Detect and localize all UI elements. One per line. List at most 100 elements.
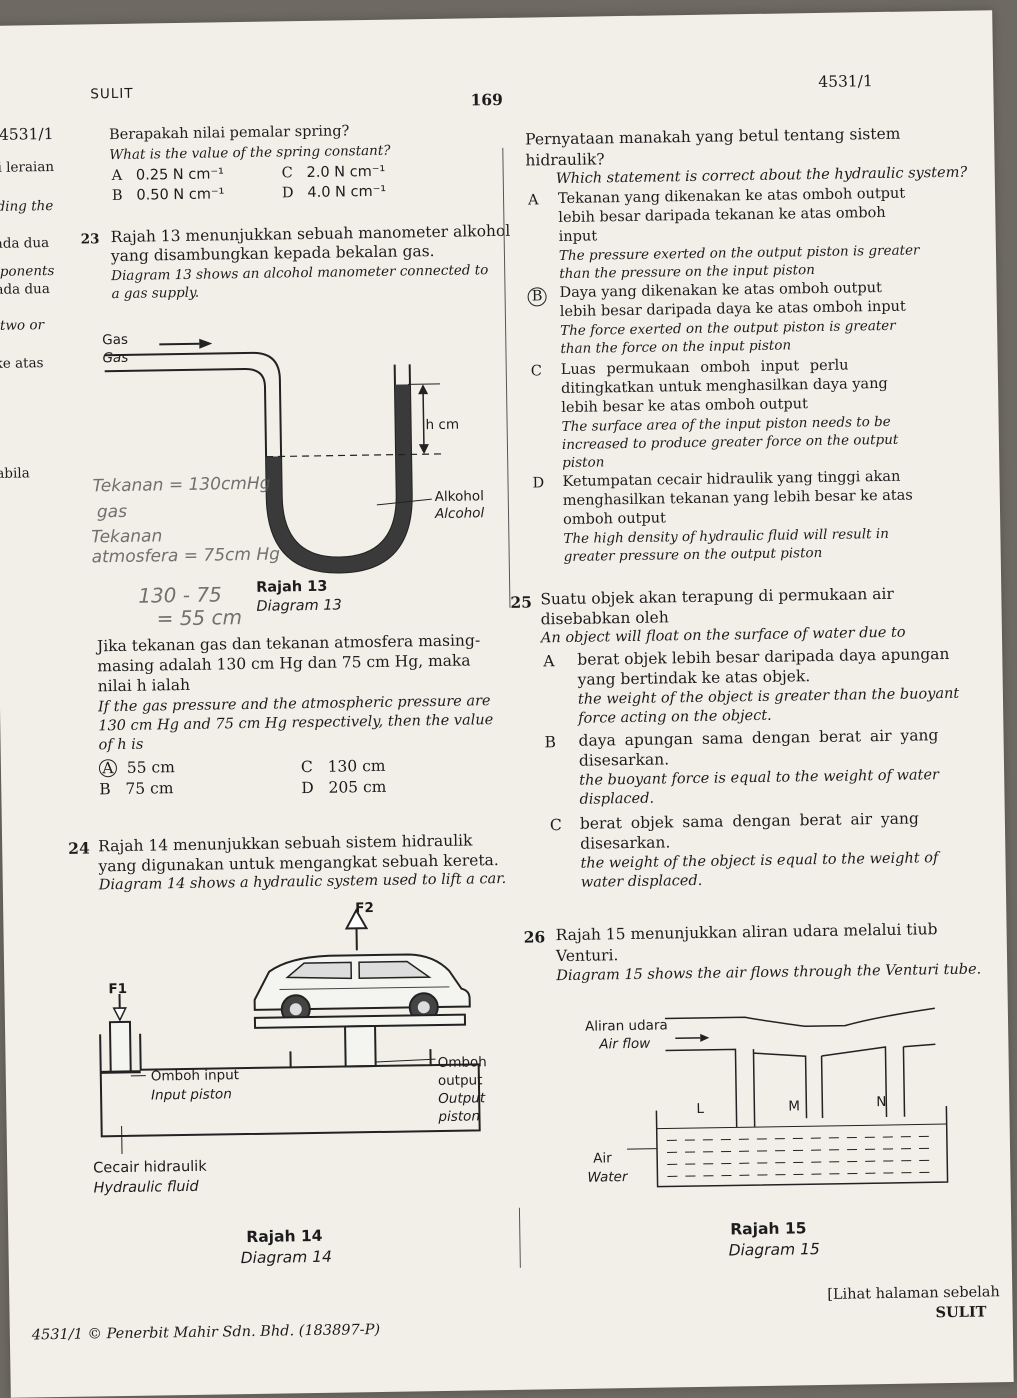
q22-question-ms: Berapakah nilai pemalar spring? — [109, 123, 350, 143]
diagram14-caption-ms: Rajah 14 — [246, 1227, 322, 1246]
q25-option-b[interactable]: B daya apungan sama dengan berat air yan… — [0, 10, 992, 26]
q24-option-c[interactable]: C Luas permukaan omboh input perlu ditin… — [0, 10, 992, 26]
handwritten-note: 130 - 75 — [138, 582, 222, 607]
option-letter: A — [528, 192, 539, 208]
q23-option-d[interactable]: D 205 cm — [301, 778, 386, 797]
page-number: 169 — [470, 90, 503, 110]
hydraulic-diagram — [88, 898, 512, 1175]
exam-page: SULIT 169 4531/1 4531/1 ai leraian rding… — [0, 10, 1014, 1398]
q22-option-d[interactable]: D 4.0 N cm⁻¹ — [282, 184, 386, 202]
diagram13-caption-en: Diagram 13 — [256, 597, 342, 614]
diagram15-caption-en: Diagram 15 — [728, 1240, 819, 1259]
option-text-ms: lebih besar ke atas omboh output — [561, 396, 808, 416]
h-label: h cm — [425, 417, 459, 434]
tube-n-label: N — [876, 1094, 886, 1110]
option-text-ms: Tekanan yang dikenakan ke atas omboh out… — [558, 186, 905, 207]
q23-option-c[interactable]: C 130 cm — [301, 757, 386, 776]
q23-body-en: of h is — [98, 737, 143, 754]
option-text-en: displaced. — [579, 791, 654, 808]
option-letter: C — [550, 816, 562, 834]
margin-fragment: ai leraian — [0, 159, 54, 176]
option-text-en: The pressure exerted on the output pisto… — [559, 242, 920, 264]
next-page-note: [Lihat halaman sebelah — [827, 1284, 1000, 1303]
option-text-ms: daya apungan sama dengan berat air yang — [578, 726, 938, 750]
gas-label-ms: Gas — [102, 332, 128, 348]
q23-number: 23 — [81, 231, 100, 247]
f2-label: F2 — [355, 900, 374, 916]
option-text-en: the buoyant force is equal to the weight… — [579, 767, 939, 789]
option-text-ms: Ketumpatan cecair hidraulik yang tinggi … — [562, 469, 900, 490]
handwritten-note: atmosfera = 75cm Hg — [91, 544, 280, 567]
output-piston-label-en: piston — [438, 1108, 480, 1125]
paper-code-left: 4531/1 — [0, 125, 54, 144]
handwritten-note: Tekanan — [91, 526, 162, 547]
publisher-footer: 4531/1 © Penerbit Mahir Sdn. Bhd. (18389… — [32, 1322, 380, 1343]
option-text-ms: ditingkatkan untuk menghasilkan daya yan… — [561, 376, 888, 397]
option-text-ms: lebih besar daripada daya ke atas omboh … — [560, 299, 906, 320]
handwritten-note: Tekanan = 130cmHg — [92, 474, 270, 497]
option-text-en: increased to produce greater force on th… — [562, 432, 899, 453]
q25-number: 25 — [510, 593, 532, 612]
option-text-en: The high density of hydraulic fluid will… — [563, 526, 889, 547]
option-text-ms: berat objek sama dengan berat air yang — [580, 809, 919, 832]
airflow-label-ms: Aliran udara — [585, 1017, 668, 1034]
margin-fragment: rding the — [0, 198, 53, 215]
handwritten-note: gas — [97, 502, 127, 522]
q22-option-b[interactable]: B 0.50 N cm⁻¹ — [112, 186, 225, 204]
q23-option-a[interactable]: A 55 cm — [99, 758, 175, 777]
option-text-ms: disesarkan. — [580, 833, 670, 852]
q22-question-en: What is the value of the spring constant… — [109, 143, 390, 163]
output-piston-label-ms: output — [438, 1072, 483, 1089]
option-text-ms: disesarkan. — [579, 750, 669, 769]
paper-code-right: 4531/1 — [818, 72, 873, 91]
q23-line1-ms: Rajah 13 menunjukkan sebuah manometer al… — [110, 222, 510, 246]
q26-line1-en: Diagram 15 shows the air flows through t… — [556, 961, 981, 984]
q23-option-b[interactable]: B 75 cm — [99, 779, 173, 798]
option-text-en: piston — [562, 454, 604, 471]
option-letter: A — [543, 652, 554, 670]
q23-line2-ms: yang disambungkan kepada bekalan gas. — [111, 242, 435, 265]
q22-option-c[interactable]: C 2.0 N cm⁻¹ — [282, 164, 386, 182]
margin-fragment: ada dua — [0, 281, 50, 298]
water-label-ms: Air — [593, 1150, 612, 1166]
output-piston-label-ms: Omboh — [438, 1054, 487, 1071]
q26-line2-ms: Venturi. — [556, 946, 619, 965]
output-piston-label-en: Output — [438, 1090, 485, 1107]
q24-option-a[interactable]: A Tekanan yang dikenakan ke atas omboh o… — [0, 10, 992, 26]
option-letter: B — [544, 733, 556, 751]
option-text-en: water displaced. — [581, 873, 703, 891]
alcohol-label-ms: Alkohol — [435, 488, 484, 505]
sulit-top-label: SULIT — [90, 86, 133, 103]
tube-m-label: M — [788, 1098, 800, 1114]
q24-number: 24 — [68, 838, 90, 857]
q26-line1-ms: Rajah 15 menunjukkan aliran udara melalu… — [555, 920, 937, 944]
f1-label: F1 — [108, 981, 127, 997]
margin-fragment: abila — [0, 465, 30, 482]
water-label-en: Water — [587, 1169, 627, 1186]
q25-line1-en: An object will float on the surface of w… — [541, 625, 906, 647]
fluid-label-en: Hydraulic fluid — [93, 1179, 198, 1197]
q25-option-c[interactable]: C berat objek sama dengan berat air yang… — [0, 10, 992, 26]
option-letter: D — [532, 475, 544, 491]
q26-number: 26 — [524, 927, 546, 946]
q23-body-ms: masing adalah 130 cm Hg dan 75 cm Hg, ma… — [97, 651, 471, 675]
q22-option-a[interactable]: A 0.25 N cm⁻¹ — [112, 166, 224, 184]
gas-label-en: Gas — [102, 350, 128, 366]
q25-option-a[interactable]: A berat objek lebih besar daripada daya … — [0, 10, 992, 26]
option-text-ms: input — [559, 228, 598, 245]
option-text-en: The force exerted on the output piston i… — [560, 318, 896, 339]
input-piston-label-en: Input piston — [151, 1086, 232, 1103]
q25-line1-ms: Suatu objek akan terapung di permukaan a… — [540, 585, 894, 609]
q24-option-b[interactable]: B Daya yang dikenakan ke atas omboh outp… — [0, 10, 992, 26]
option-text-ms: yang bertindak ke atas objek. — [577, 667, 810, 689]
sulit-footer: SULIT — [935, 1303, 986, 1321]
handwritten-note: = 55 cm — [156, 605, 242, 630]
option-text-ms: menghasilkan tekanan yang lebih besar ke… — [563, 488, 913, 509]
diagram13-caption-ms: Rajah 13 — [256, 579, 328, 596]
fluid-label-ms: Cecair hidraulik — [93, 1159, 207, 1177]
margin-fragment: ke atas — [0, 355, 44, 372]
tube-l-label: L — [696, 1101, 704, 1117]
q24-stem-ms-2: hidraulik? — [525, 150, 604, 169]
q24-option-d[interactable]: D Ketumpatan cecair hidraulik yang tingg… — [0, 10, 992, 26]
diagram14-caption-en: Diagram 14 — [241, 1248, 332, 1267]
